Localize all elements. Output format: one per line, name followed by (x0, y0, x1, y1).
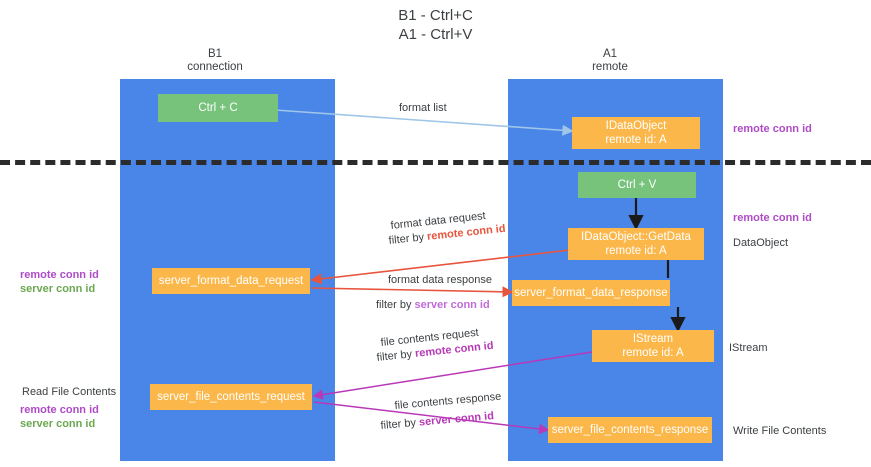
box-idataobject-getdata-subtitle: remote id: A (605, 245, 667, 257)
edge-label-format-data-response: format data response (388, 274, 492, 286)
box-ctrl-v-label: Ctrl + V (617, 179, 657, 191)
column-header-a1: A1 remote (530, 48, 690, 74)
box-server-format-data-request-label: server_format_data_request (158, 275, 304, 287)
box-ctrl-v[interactable]: Ctrl + V (578, 172, 696, 198)
box-idataobject-getdata-title: IDataObject::GetData (581, 231, 691, 243)
edge-label-file-contents-response-filter-key: server conn id (418, 410, 495, 429)
box-istream-subtitle: remote id: A (622, 347, 684, 359)
diagram-title-line-1: B1 - Ctrl+C (398, 7, 473, 24)
column-header-a1-sub: remote (592, 61, 628, 73)
column-header-b1: B1 connection (135, 48, 295, 74)
annotation-right-istream: IStream (729, 342, 768, 354)
column-header-b1-sub: connection (187, 61, 243, 73)
annotation-left-server-conn-id-mid: server conn id (20, 283, 96, 295)
annotation-left-remote-conn-id-bottom: remote conn id (20, 404, 99, 416)
box-idataobject-title: IDataObject (605, 120, 667, 132)
box-server-file-contents-response-label: server_file_contents_response (551, 424, 709, 436)
column-header-a1-name: A1 (602, 48, 618, 60)
diagram-title-line-2: A1 - Ctrl+V (398, 26, 473, 43)
box-server-file-contents-request-label: server_file_contents_request (157, 391, 305, 403)
annotation-right-remote-conn-id-top: remote conn id (733, 123, 812, 135)
annotation-left-remote-conn-id-mid: remote conn id (20, 269, 99, 281)
box-server-file-contents-request[interactable]: server_file_contents_request (150, 384, 312, 410)
edge-label-format-data-response-filter: filter by server conn id (376, 298, 490, 312)
box-server-format-data-response-label: server_format_data_response (514, 287, 668, 299)
annotation-right-dataobject: DataObject (733, 237, 789, 249)
edge-label-format-data-request-filter-prefix: filter by (388, 230, 428, 247)
edge-label-format-list: format list (399, 102, 447, 114)
annotation-left-read-file-contents: Read File Contents (22, 386, 117, 398)
section-divider (0, 160, 871, 165)
box-ctrl-c-label: Ctrl + C (198, 102, 238, 114)
box-server-format-data-response[interactable]: server_format_data_response (512, 280, 670, 306)
box-idataobject-subtitle: remote id: A (605, 134, 667, 146)
annotation-left-server-conn-id-bottom: server conn id (20, 418, 96, 430)
edge-label-format-data-response-filter-key: server conn id (414, 299, 490, 311)
diagram-title: B1 - Ctrl+C A1 - Ctrl+V (0, 6, 871, 44)
box-istream[interactable]: IStream remote id: A (592, 330, 714, 362)
column-header-b1-name: B1 (207, 48, 223, 60)
edge-label-file-contents-response-filter-prefix: filter by (380, 416, 420, 432)
annotation-right-write-file-contents: Write File Contents (733, 425, 827, 437)
box-istream-title: IStream (632, 333, 674, 345)
box-server-format-data-request[interactable]: server_format_data_request (152, 268, 310, 294)
box-ctrl-c[interactable]: Ctrl + C (158, 94, 278, 122)
box-server-file-contents-response[interactable]: server_file_contents_response (548, 417, 712, 443)
box-idataobject-getdata[interactable]: IDataObject::GetData remote id: A (568, 228, 704, 260)
box-idataobject[interactable]: IDataObject remote id: A (572, 117, 700, 149)
edge-label-file-contents-request-filter-prefix: filter by (376, 347, 416, 364)
edge-label-format-data-response-filter-prefix: filter by (376, 299, 415, 311)
annotation-right-remote-conn-id-mid: remote conn id (733, 212, 812, 224)
